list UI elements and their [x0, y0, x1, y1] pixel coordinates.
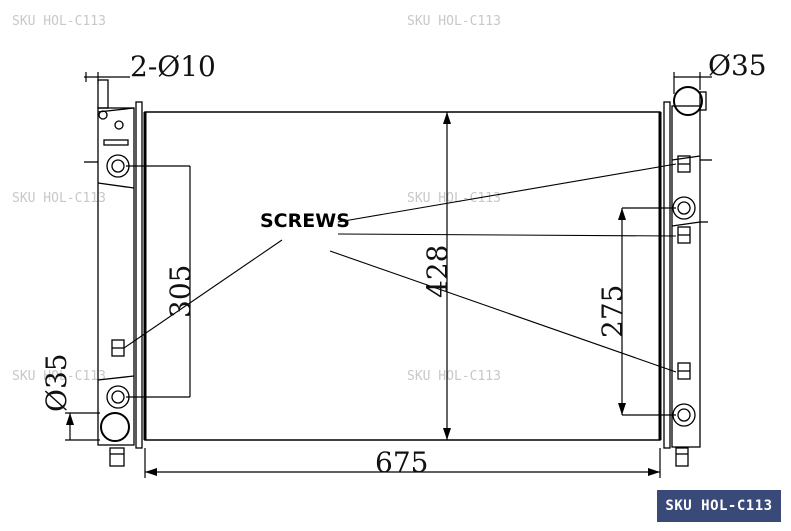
left-port-small [114, 120, 124, 130]
watermark-mid-left: SKU HOL-C113 [12, 191, 106, 206]
watermark-top-left: SKU HOL-C113 [12, 14, 106, 29]
dimension-lines [65, 72, 712, 478]
dimension-outlet-right: Ø35 [708, 49, 767, 82]
right-drain [675, 447, 689, 467]
arrowheads [66, 112, 660, 476]
dimension-right-mount: 275 [596, 285, 629, 338]
dimension-left-mount: 305 [164, 265, 197, 318]
right-tank-flange [663, 101, 671, 449]
left-drain [109, 447, 125, 467]
right-mount-top [672, 196, 696, 220]
dimension-outlet-left: Ø35 [40, 353, 73, 412]
watermark-top-center: SKU HOL-C113 [407, 14, 501, 29]
left-port-top [98, 110, 108, 120]
left-mount-bottom [106, 385, 130, 409]
callout-leaders [123, 163, 677, 373]
right-tank-body [671, 105, 701, 448]
left-mount-top [106, 154, 130, 178]
dimension-height-core: 428 [421, 245, 454, 298]
watermark-low-left: SKU HOL-C113 [12, 369, 106, 384]
screws-callout: SCREWS [260, 210, 350, 232]
dimension-width-core: 675 [375, 446, 428, 479]
right-tank [663, 86, 712, 467]
sku-badge: SKU HOL-C113 [657, 490, 781, 522]
left-tank [84, 79, 143, 467]
dimension-inlet-holes: 2-Ø10 [130, 50, 216, 83]
watermark-mid-center: SKU HOL-C113 [407, 191, 501, 206]
left-tank-flange [135, 101, 143, 449]
watermark-low-center: SKU HOL-C113 [407, 369, 501, 384]
right-inlet [673, 86, 703, 116]
right-mount-bottom [672, 403, 696, 427]
left-outlet [100, 412, 130, 442]
left-tank-body [97, 107, 135, 446]
watermark-group: SKU HOL-C113 SKU HOL-C113 SKU HOL-C113 S… [12, 14, 501, 384]
